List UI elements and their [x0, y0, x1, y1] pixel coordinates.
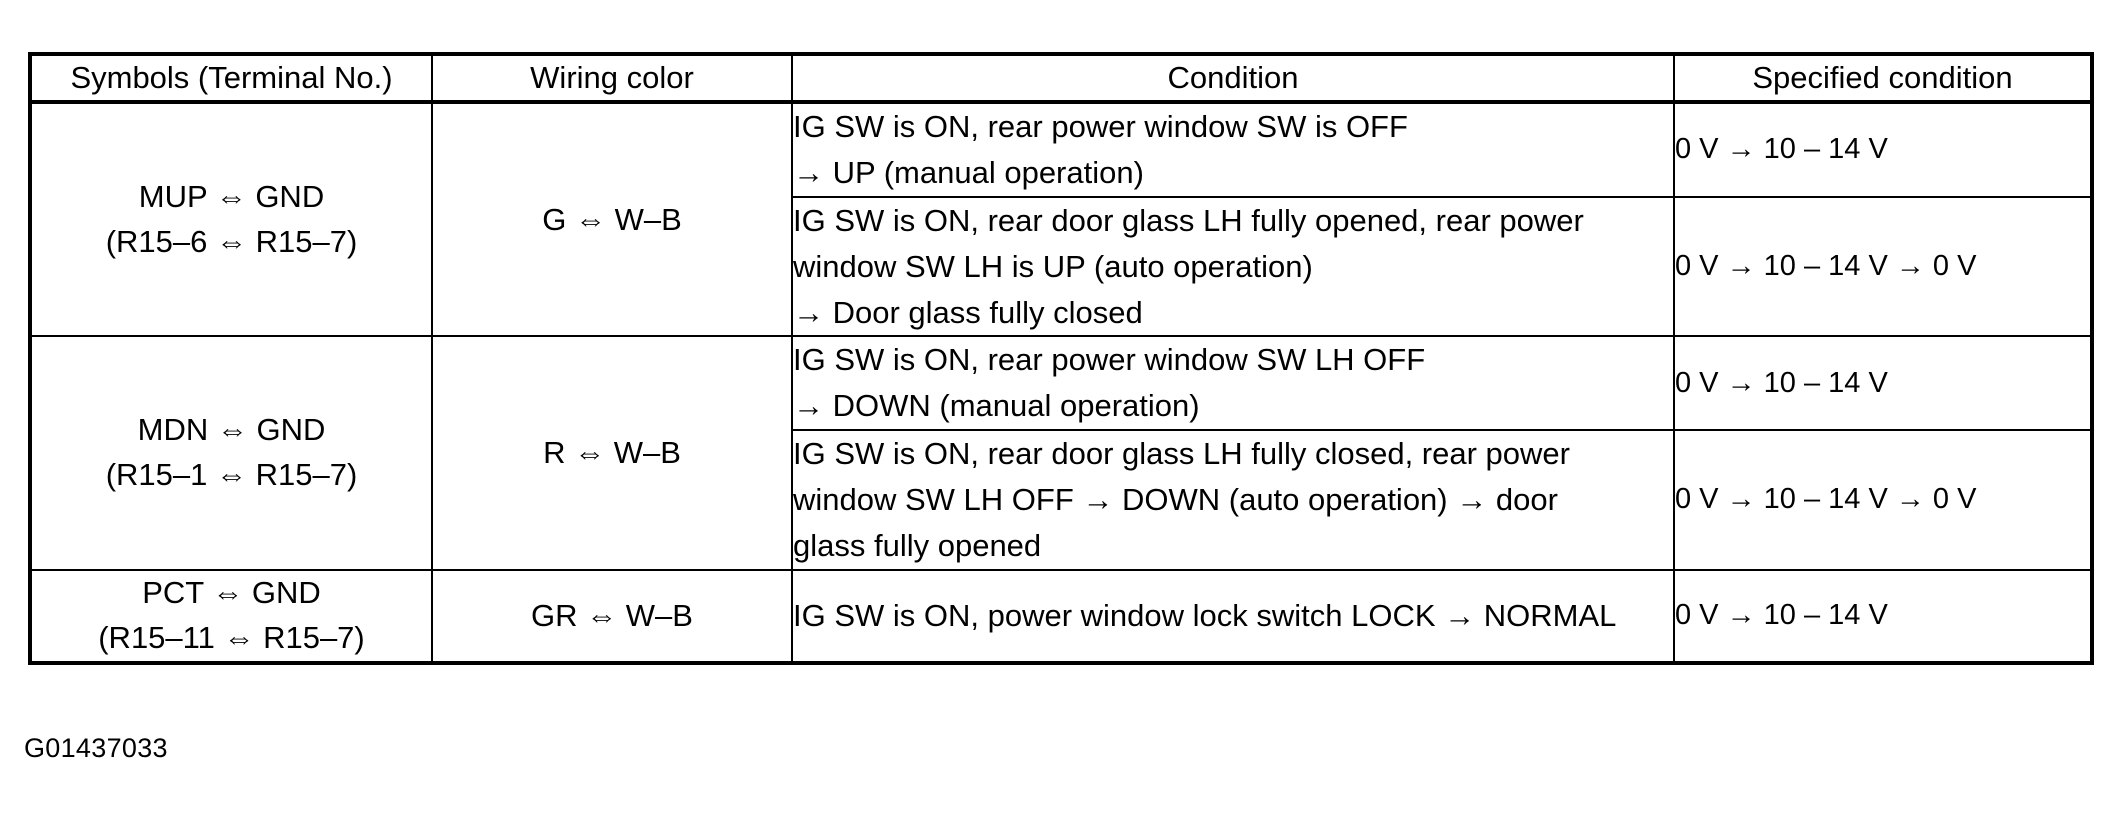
column-header-specified-condition: Specified condition	[1673, 53, 2093, 104]
cell-symbol-mdn: MDN ⇔ GND (R15–1 ⇔ R15–7)	[29, 335, 433, 571]
cell-wiring-color-mup: G ⇔ W–B	[431, 100, 793, 338]
table-body: MUP ⇔ GND (R15–6 ⇔ R15–7) G ⇔ W–B IG SW …	[29, 100, 2093, 664]
condition-line: window SW LH is UP (auto operation)	[793, 248, 1313, 284]
cell-condition: IG SW is ON, rear door glass LH fully cl…	[791, 429, 1675, 571]
condition-line: IG SW is ON, rear door glass LH fully op…	[793, 202, 1584, 238]
condition-line: IG SW is ON, power window lock switch LO…	[793, 597, 1617, 633]
symbol-terminals: (R15–6 ⇔ R15–7)	[105, 223, 358, 259]
cell-wiring-color-pct: GR ⇔ W–B	[431, 568, 793, 664]
cell-condition: IG SW is ON, rear power window SW LH OFF…	[791, 335, 1675, 432]
symbol-terminals: (R15–11 ⇔ R15–7)	[98, 619, 365, 655]
table-row: MDN ⇔ GND (R15–1 ⇔ R15–7) R ⇔ W–B IG SW …	[29, 335, 2093, 571]
table-header-row: Symbols (Terminal No.) Wiring color Cond…	[29, 53, 2093, 104]
cell-specified-condition: 0 V → 10 – 14 V → 0 V	[1673, 195, 2093, 338]
cell-condition: IG SW is ON, rear power window SW is OFF…	[791, 101, 1675, 198]
condition-line: IG SW is ON, rear power window SW LH OFF	[793, 342, 1426, 378]
condition-line: IG SW is ON, rear power window SW is OFF	[793, 109, 1408, 144]
table-row: PCT ⇔ GND (R15–11 ⇔ R15–7) GR ⇔ W–B IG S…	[29, 568, 2093, 664]
cell-symbol-mup: MUP ⇔ GND (R15–6 ⇔ R15–7)	[29, 100, 433, 338]
cell-condition: IG SW is ON, power window lock switch LO…	[791, 568, 1675, 664]
cell-specified-condition: 0 V → 10 – 14 V	[1673, 335, 2093, 432]
table-row: IG SW is ON, rear door glass LH fully op…	[30, 195, 2093, 338]
symbol-name: MUP ⇔ GND	[138, 178, 325, 214]
condition-line: → Door glass fully closed	[793, 294, 1143, 330]
symbol-name: PCT ⇔ GND	[142, 574, 321, 610]
condition-line: IG SW is ON, rear door glass LH fully cl…	[793, 436, 1570, 472]
cell-specified-condition: 0 V → 10 – 14 V	[1673, 101, 2093, 198]
symbol-name: MDN ⇔ GND	[137, 412, 326, 448]
condition-line: window SW LH OFF → DOWN (auto operation)…	[793, 482, 1558, 517]
column-header-wiring-color: Wiring color	[431, 53, 793, 104]
cell-condition: IG SW is ON, rear door glass LH fully op…	[791, 195, 1675, 338]
table-header: Symbols (Terminal No.) Wiring color Cond…	[29, 53, 2093, 104]
cell-symbol-pct: PCT ⇔ GND (R15–11 ⇔ R15–7)	[29, 568, 433, 664]
column-header-condition: Condition	[791, 53, 1675, 104]
condition-line: glass fully opened	[793, 527, 1042, 563]
table-row: MUP ⇔ GND (R15–6 ⇔ R15–7) G ⇔ W–B IG SW …	[29, 100, 2093, 338]
cell-wiring-color-mdn: R ⇔ W–B	[431, 335, 793, 571]
inspection-spec-table: Symbols (Terminal No.) Wiring color Cond…	[28, 52, 2094, 665]
table-row: IG SW is ON, rear door glass LH fully cl…	[30, 429, 2093, 571]
column-header-symbols: Symbols (Terminal No.)	[29, 53, 433, 104]
cell-specified-condition: 0 V → 10 – 14 V → 0 V	[1673, 429, 2093, 571]
figure-code-label: G01437033	[24, 733, 168, 763]
condition-line: → UP (manual operation)	[793, 154, 1144, 190]
symbol-terminals: (R15–1 ⇔ R15–7)	[105, 457, 358, 493]
condition-line: → DOWN (manual operation)	[793, 388, 1200, 424]
cell-specified-condition: 0 V → 10 – 14 V	[1673, 568, 2093, 664]
